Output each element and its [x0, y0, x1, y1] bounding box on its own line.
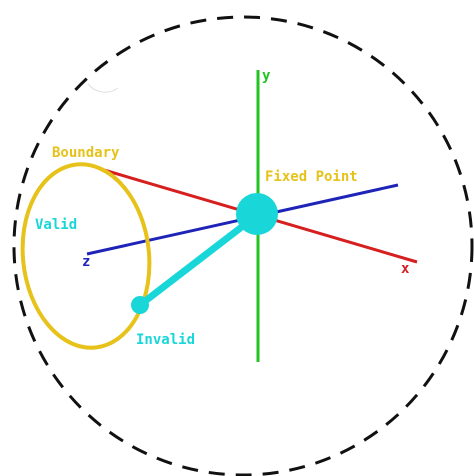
link-segment: [136, 212, 260, 309]
fixed-point-sphere: [236, 193, 278, 235]
label-valid: Valid: [35, 217, 77, 233]
label-axis-x: x: [401, 261, 410, 277]
outer-dashed-circle: [12, 15, 474, 476]
label-axis-y: y: [262, 68, 271, 84]
label-invalid: Invalid: [136, 332, 195, 348]
label-boundary: Boundary: [52, 145, 120, 161]
label-axis-z: z: [82, 254, 90, 270]
label-fixed-point: Fixed Point: [265, 169, 358, 185]
boundary-ellipse: [20, 162, 152, 350]
outer-circle-gap-arc: [87, 83, 119, 93]
invalid-point-sphere: [131, 296, 149, 314]
